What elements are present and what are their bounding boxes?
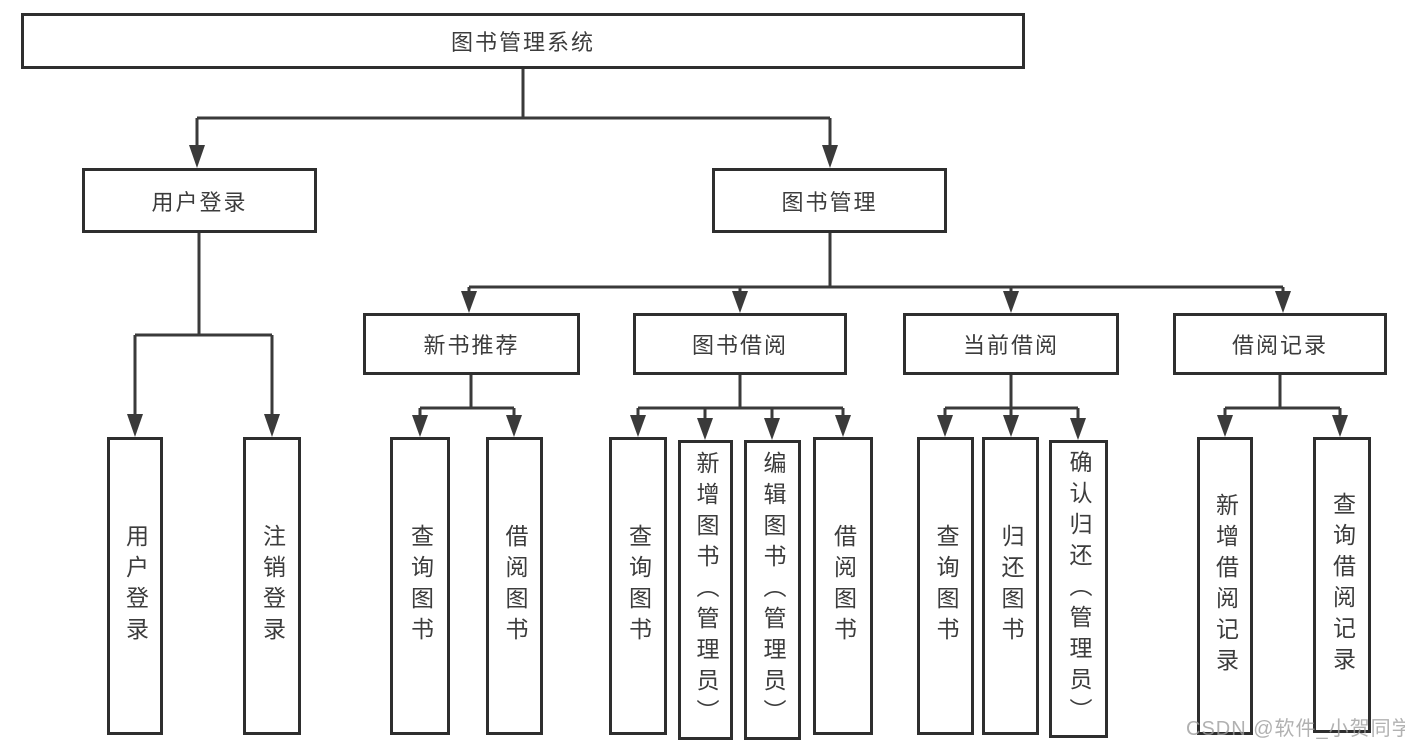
leaf-query-books-recommend: 查询图书 (390, 437, 450, 735)
leaf-add-books-admin: 新增图书（管理员） (678, 440, 733, 740)
leaf-query-books-current: 查询图书 (917, 437, 974, 735)
leaf-confirm-return-admin-label: 确认归还（管理员） (1066, 449, 1092, 729)
leaf-borrow-books-borrow: 借阅图书 (813, 437, 873, 735)
leaf-query-borrow-record-label: 查询借阅记录 (1329, 492, 1356, 678)
node-current-borrow-label: 当前借阅 (962, 333, 1059, 358)
node-borrow-records: 借阅记录 (1173, 313, 1387, 375)
node-new-book-recommend-label: 新书推荐 (423, 333, 520, 358)
leaf-borrow-books-recommend-label: 借阅图书 (502, 524, 528, 648)
leaf-query-books-recommend-label: 查询图书 (407, 524, 434, 648)
node-book-management: 图书管理 (712, 168, 947, 233)
leaf-confirm-return-admin: 确认归还（管理员） (1049, 440, 1108, 738)
leaf-query-books-borrow-label: 查询图书 (625, 524, 652, 648)
node-borrow-records-label: 借阅记录 (1231, 333, 1328, 358)
node-new-book-recommend: 新书推荐 (363, 313, 580, 375)
leaf-add-borrow-record-label: 新增借阅记录 (1212, 493, 1239, 679)
node-book-management-label: 图书管理 (781, 189, 878, 215)
leaf-add-borrow-record: 新增借阅记录 (1197, 437, 1253, 735)
csdn-watermark: CSDN @软件_小贺同学 (1186, 718, 1405, 740)
leaf-return-books: 归还图书 (982, 437, 1039, 735)
leaf-query-borrow-record: 查询借阅记录 (1313, 437, 1371, 733)
leaf-edit-books-admin-label: 编辑图书（管理员） (760, 450, 786, 730)
node-book-borrow: 图书借阅 (633, 313, 847, 375)
leaf-user-login-label: 用户登录 (122, 524, 149, 648)
leaf-borrow-books-borrow-label: 借阅图书 (830, 524, 857, 648)
leaf-add-books-admin-label: 新增图书（管理员） (693, 450, 719, 730)
leaf-logout-label: 注销登录 (259, 524, 286, 648)
leaf-query-books-current-label: 查询图书 (933, 524, 959, 648)
node-root: 图书管理系统 (21, 13, 1025, 69)
leaf-edit-books-admin: 编辑图书（管理员） (744, 440, 801, 740)
leaf-query-books-borrow: 查询图书 (609, 437, 667, 735)
node-user-login-label: 用户登录 (151, 189, 248, 215)
node-current-borrow: 当前借阅 (903, 313, 1119, 375)
leaf-user-login: 用户登录 (107, 437, 163, 735)
leaf-borrow-books-recommend: 借阅图书 (486, 437, 543, 735)
node-root-label: 图书管理系统 (450, 30, 595, 55)
node-user-login: 用户登录 (82, 168, 317, 233)
node-book-borrow-label: 图书借阅 (691, 333, 788, 358)
leaf-logout: 注销登录 (243, 437, 301, 735)
leaf-return-books-label: 归还图书 (998, 524, 1024, 648)
